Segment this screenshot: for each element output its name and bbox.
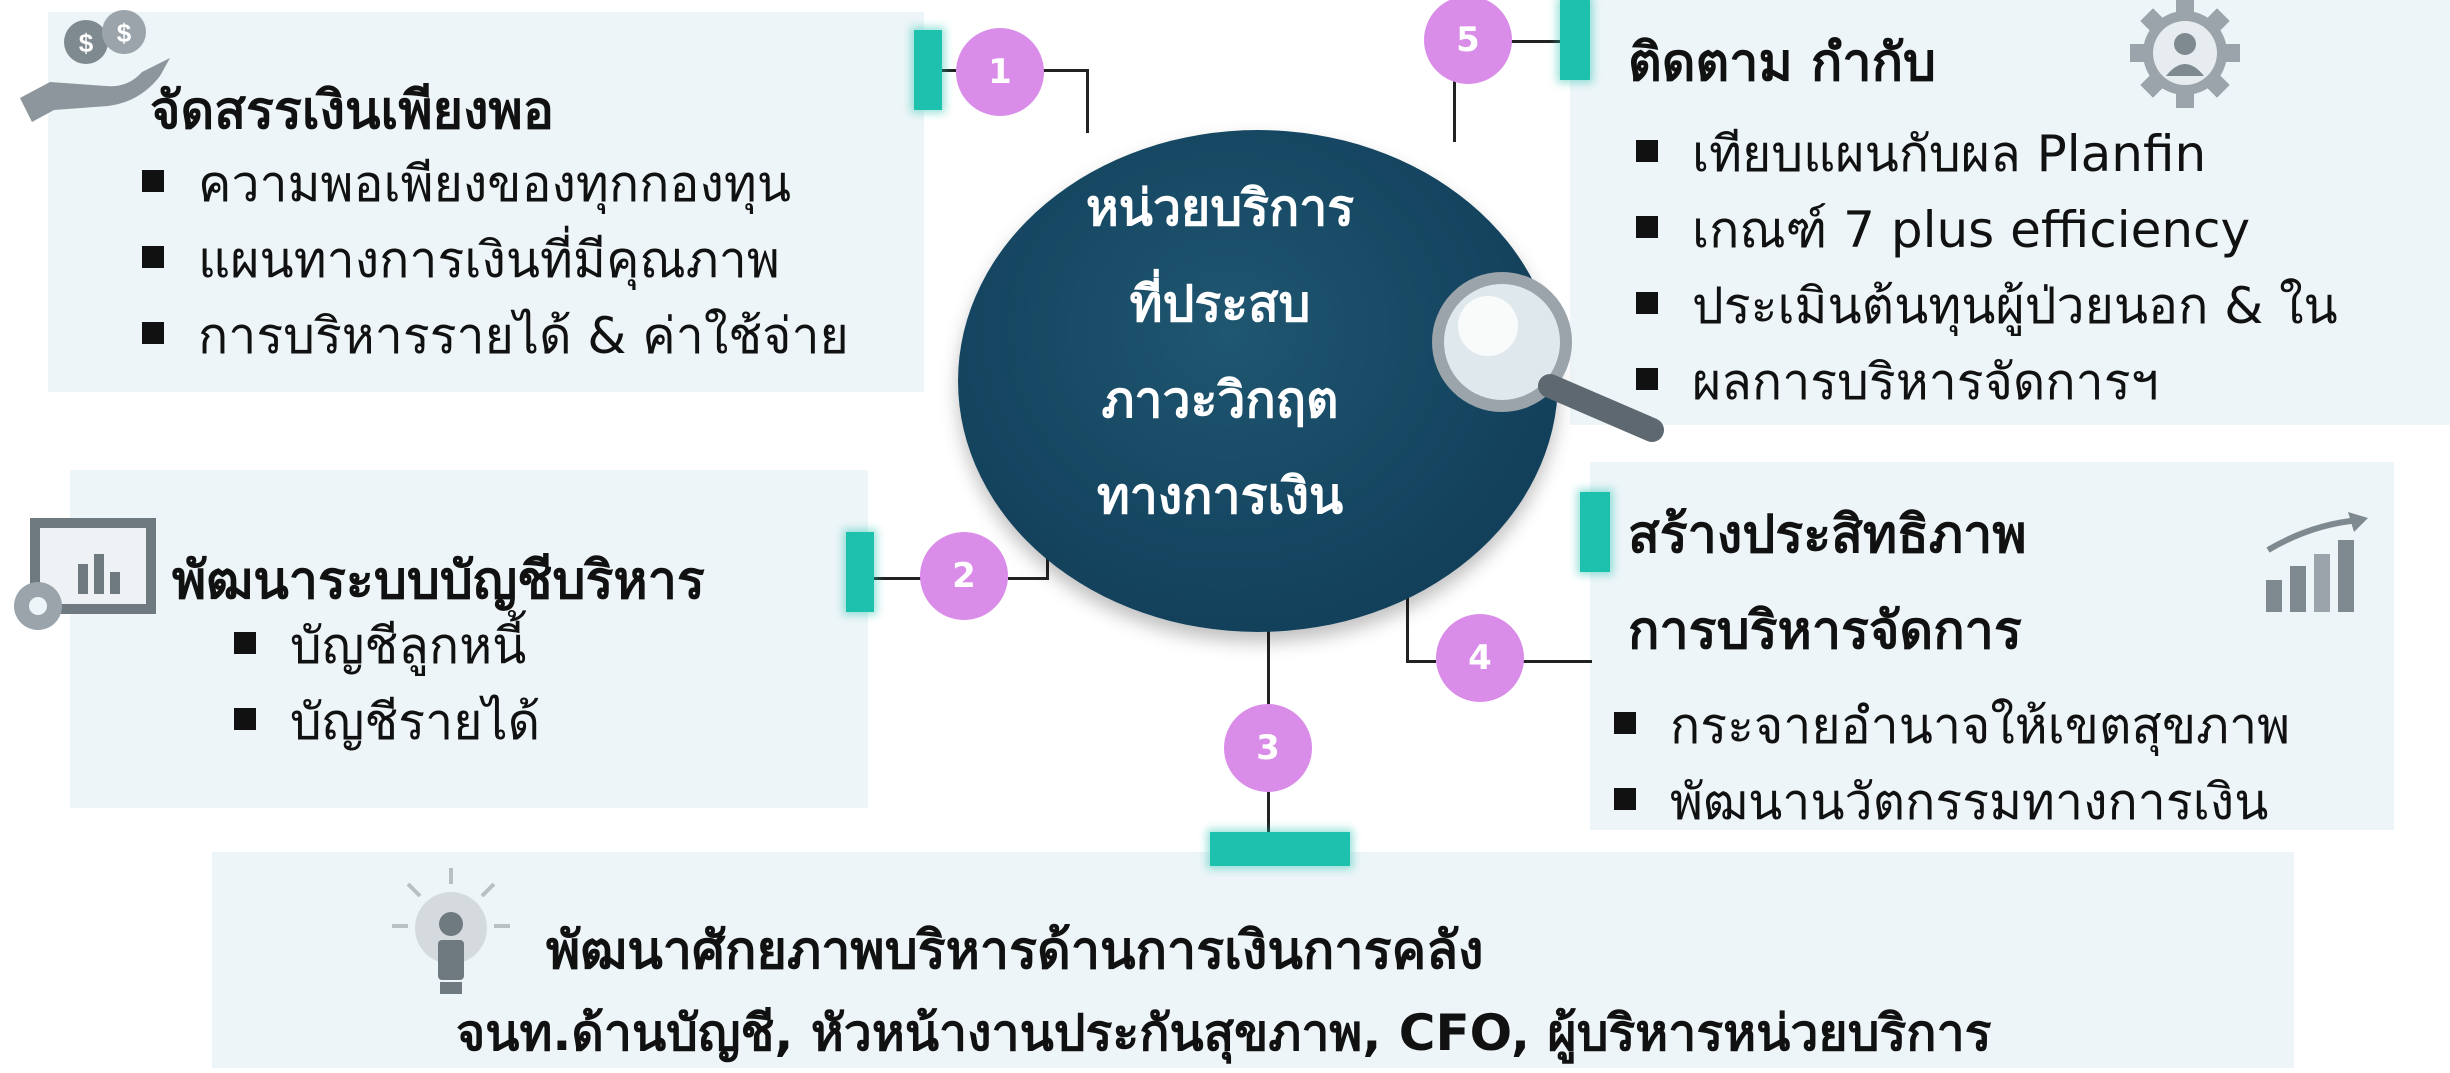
section-5-item: ผลการบริหารจัดการฯ (1636, 344, 2338, 420)
connector-4-h (1406, 660, 1436, 663)
connector-5-h (1506, 40, 1560, 43)
connector-5-v (1453, 80, 1456, 142)
section-1-item: การบริหารรายได้ & ค่าใช้จ่าย (142, 298, 849, 374)
center-line-2: ที่ประสบ (1129, 275, 1311, 333)
section-2-item: บัญชีลูกหนี้ (234, 608, 540, 684)
section-5-panel (1570, 0, 2450, 425)
section-4-title-line1: สร้างประสิทธิภาพ (1628, 505, 2027, 565)
connector-1-h (1042, 69, 1088, 72)
node-4: 4 (1436, 614, 1524, 702)
bar-1 (914, 30, 942, 110)
center-line-4: ทางการเงิน (1096, 467, 1344, 525)
section-1-item: ความพอเพียงของทุกกองทุน (142, 146, 849, 222)
section-5-item: เทียบแผนกับผล Planfin (1636, 116, 2338, 192)
section-4-item: กระจายอำนาจให้เขตสุขภาพ (1614, 688, 2290, 764)
bar-4 (1580, 492, 1610, 572)
section-3-panel (212, 852, 2294, 1068)
connector-1-bar (940, 69, 956, 72)
connector-4-h2 (1522, 660, 1592, 663)
connector-3-v (1267, 628, 1270, 714)
section-2-list: บัญชีลูกหนี้ บัญชีรายได้ (234, 608, 540, 760)
section-4-panel (1590, 462, 2394, 830)
node-3: 3 (1224, 704, 1312, 792)
section-2-panel (70, 470, 868, 808)
bar-5 (1560, 0, 1590, 80)
connector-2-bar (870, 577, 922, 580)
section-4-list: กระจายอำนาจให้เขตสุขภาพ พัฒนานวัตกรรมทาง… (1614, 688, 2290, 840)
section-2-item: บัญชีรายได้ (234, 684, 540, 760)
section-3-title: พัฒนาศักยภาพบริหารด้านการเงินการคลัง (546, 921, 1484, 981)
magnifying-glass-icon (1432, 272, 1664, 442)
gear-person-icon (2130, 0, 2240, 108)
section-3-subtitle: จนท.ด้านบัญชี, หัวหน้างานประกันสุขภาพ, C… (456, 1004, 1992, 1062)
svg-text:$: $ (117, 18, 132, 48)
section-5-item: เกณฑ์ 7 plus efficiency (1636, 192, 2338, 268)
section-1-list: ความพอเพียงของทุกกองทุน แผนทางการเงินที่… (142, 146, 849, 374)
connector-3-v2 (1267, 790, 1270, 832)
center-line-1: หน่วยบริการ (1085, 179, 1355, 237)
connector-1-v (1086, 69, 1089, 133)
section-4-title-line2: การบริหารจัดการ (1628, 601, 2022, 661)
section-1-title: จัดสรรเงินเพียงพอ (150, 81, 554, 141)
section-5-list: เทียบแผนกับผล Planfin เกณฑ์ 7 plus effic… (1636, 116, 2338, 420)
section-4-item: พัฒนานวัตกรรมทางการเงิน (1614, 764, 2290, 840)
center-line-3: ภาวะวิกฤต (1101, 371, 1339, 429)
presentation-board-icon (14, 518, 156, 630)
section-1-panel (48, 12, 924, 392)
node-2: 2 (920, 532, 1008, 620)
money-hand-icon: $ $ (20, 10, 170, 122)
section-5-item: ประเมินต้นทุนผู้ป่วยนอก & ใน (1636, 268, 2338, 344)
bar-3 (1210, 832, 1350, 866)
node-5: 5 (1424, 0, 1512, 84)
growth-bar-chart-icon (2266, 512, 2368, 612)
connector-4-v (1406, 590, 1409, 662)
bar-2 (846, 532, 874, 612)
connector-2-h (1008, 577, 1048, 580)
section-2-title: พัฒนาระบบบัญชีบริหาร (172, 551, 705, 611)
lightbulb-person-icon (392, 868, 510, 994)
section-1-item: แผนทางการเงินที่มีคุณภาพ (142, 222, 849, 298)
center-label: หน่วยบริการ ที่ประสบ ภาวะวิกฤต ทางการเงิ… (1060, 160, 1380, 544)
section-5-title: ติดตาม กำกับ (1628, 33, 1937, 93)
svg-text:$: $ (79, 28, 94, 58)
node-1: 1 (956, 28, 1044, 116)
